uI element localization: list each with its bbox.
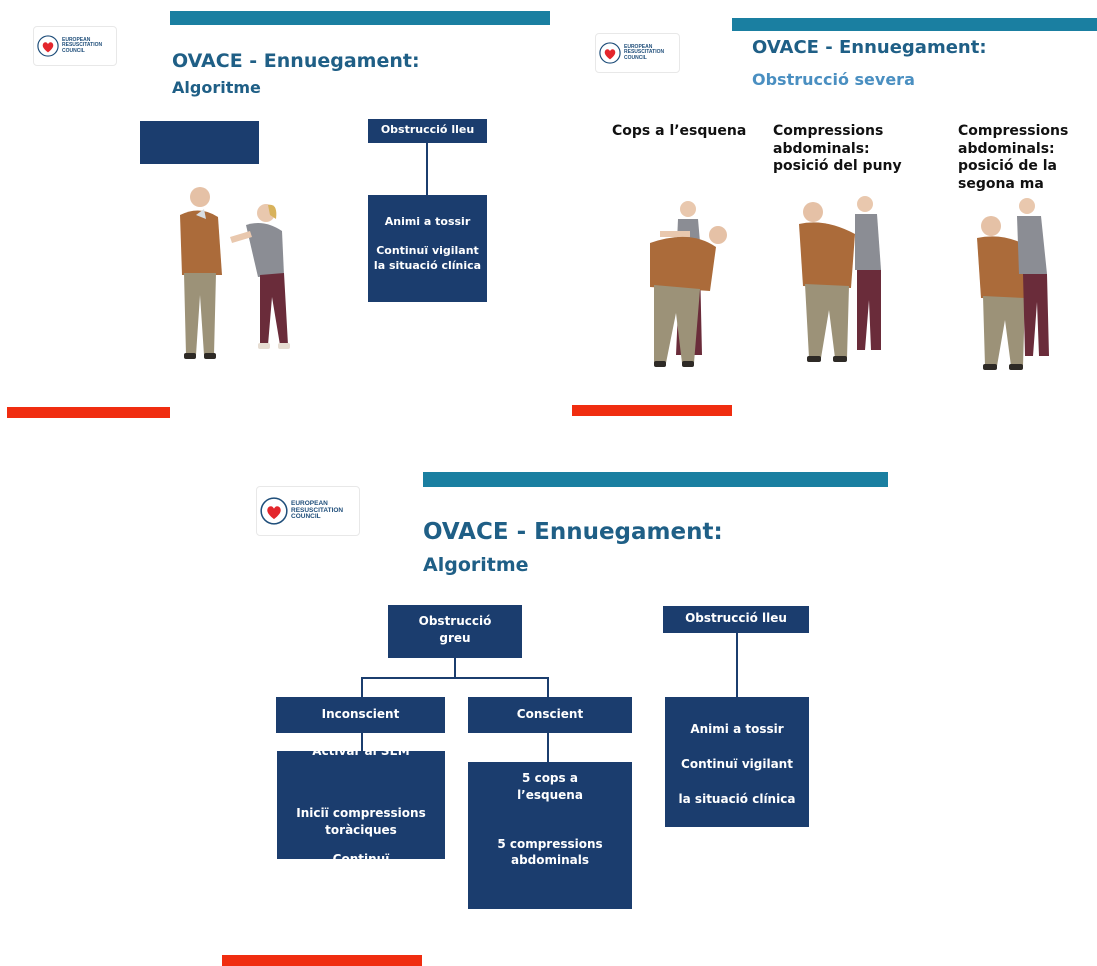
slide1-advice-1: Animi a tossir (384, 215, 471, 228)
slide1-empty-box (140, 121, 259, 164)
slide3-step-abdominal: 5 compressions abdominals (497, 836, 603, 868)
slide1-erc-logo: EUROPEAN RESUSCITATION COUNCIL (33, 26, 117, 66)
slide3-box-conscious-steps: 5 cops a l’esquena 5 compressions abdomi… (468, 762, 632, 909)
slide1-box-advice: Animi a tossir Continuï vigilant la situ… (368, 195, 487, 302)
erc-lungs-heart-icon (37, 35, 59, 57)
slide2-top-bar (732, 18, 1097, 31)
slide3-connector-conscious (547, 733, 549, 763)
slide3-connector-left (361, 677, 363, 698)
slide3-unconscious-steps-text: Iniciï compressions toràciques Continuï … (277, 805, 445, 918)
slide3-mild-step-3: la situació clínica (678, 791, 796, 806)
second-hand-illustration (977, 198, 1049, 370)
slide3-mild-step-2: Continuï vigilant (681, 756, 793, 771)
slide1-top-bar (170, 11, 550, 25)
slide2-logo-text: EUROPEAN RESUSCITATION COUNCIL (624, 44, 665, 61)
slide2-caption-2: Compressions abdominals: posició del pun… (773, 123, 902, 174)
choking-rescue-illustration (180, 187, 290, 359)
slide3-box-mild-label: Obstrucció lleu (685, 611, 787, 625)
slide3-box-severe-label: Obstrucció greu (418, 614, 492, 645)
slide3-box-unconscious-label: Inconscient (321, 707, 400, 721)
slide3-box-conscious: Conscient (468, 697, 632, 733)
slide3-connector-right (547, 677, 549, 698)
slide2-erc-logo: EUROPEAN RESUSCITATION COUNCIL (595, 33, 680, 73)
slide3-box-severe: Obstrucció greu (388, 605, 522, 658)
slide2-subtitle: Obstrucció severa (752, 70, 915, 89)
slide2-caption-3: Compressions abdominals: posició de la s… (958, 123, 1069, 192)
slide1-title: OVACE - Ennuegament: (172, 50, 420, 72)
slide1-connector (426, 143, 428, 195)
erc-lungs-heart-icon (599, 42, 621, 64)
slide3-box-unconscious: Inconscient (276, 697, 445, 733)
slide3-subtitle: Algoritme (423, 554, 529, 576)
slide3-title: OVACE - Ennuegament: (423, 519, 723, 545)
fist-position-illustration (799, 196, 881, 362)
slide3-top-bar (423, 472, 888, 487)
slide3-step-continue: Continuï compressions toràciques i respi… (314, 851, 408, 916)
slide1-advice-2: Continuï vigilant la situació clínica (373, 244, 482, 272)
slide3-bottom-bar (222, 955, 422, 966)
slide3-connector-horizontal (361, 677, 548, 679)
slide3-step-compressions: Iniciï compressions toràciques (296, 806, 426, 837)
slide1-bottom-bar (7, 407, 170, 418)
slide3-logo-text: EUROPEAN RESUSCITATION COUNCIL (291, 499, 344, 521)
slide3-connector-mild (736, 633, 738, 697)
slide3-box-mild-steps: Animi a tossir Continuï vigilant la situ… (665, 697, 809, 827)
slide3-box-mild: Obstrucció lleu (663, 606, 809, 633)
slide3-connector-down (454, 658, 456, 678)
erc-lungs-heart-icon (260, 497, 288, 525)
slide1-logo-text: EUROPEAN RESUSCITATION COUNCIL (62, 37, 103, 54)
slide3-step-back-blows: 5 cops a l’esquena (517, 771, 583, 802)
slide1-box-mild: Obstrucció lleu (368, 119, 487, 143)
slide2-bottom-bar (572, 405, 732, 416)
slide3-step-activate: Activar al SEM (312, 751, 410, 758)
slide3-erc-logo: EUROPEAN RESUSCITATION COUNCIL (256, 486, 360, 536)
slide1-box-mild-label: Obstrucció lleu (380, 123, 475, 136)
slide3-box-conscious-label: Conscient (516, 707, 584, 721)
slide3-connector-unconscious (361, 733, 363, 751)
slide1-subtitle: Algoritme (172, 78, 261, 97)
slide2-caption-1: Cops a l’esquena (612, 123, 747, 139)
slide3-mild-step-1: Animi a tossir (690, 722, 784, 736)
back-blows-illustration (650, 201, 727, 367)
slide2-title: OVACE - Ennuegament: (752, 37, 987, 58)
slide3-box-unconscious-steps-cont (277, 790, 445, 859)
